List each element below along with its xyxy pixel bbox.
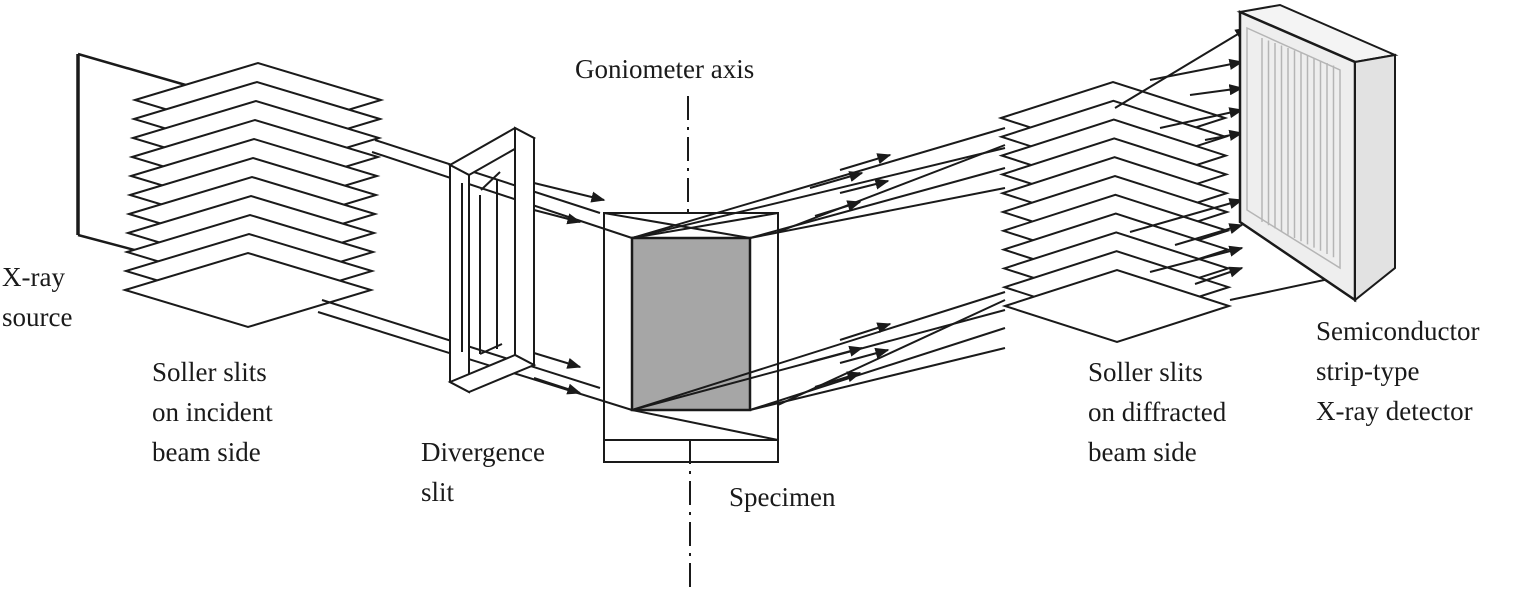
soller-incident-label-line-2: on incident — [152, 397, 273, 427]
soller-incident-label-line-1: Soller slits — [152, 357, 267, 387]
divergence-slit-label-line-2: slit — [421, 477, 455, 507]
xray-source-label-line-2: source — [2, 302, 73, 332]
soller-slits-incident — [121, 61, 385, 329]
xray-source-label-line-1: X-ray — [2, 262, 65, 292]
detector-label-line-2: strip-type — [1316, 356, 1420, 386]
divergence-slit-label-line-1: Divergence — [421, 437, 545, 467]
slit-plate — [121, 251, 375, 329]
xray-source-label: X-ray source — [2, 257, 72, 337]
soller-diffracted-label-line-2: on diffracted — [1088, 397, 1227, 427]
specimen-label: Specimen — [729, 482, 836, 512]
detector-label: Semiconductor strip-type X-ray detector — [1316, 311, 1479, 431]
goniometer-axis-line — [687, 96, 691, 592]
incident-beam-arrows — [533, 182, 606, 395]
divergence-slit — [447, 126, 537, 394]
detector-beam-lines — [1114, 27, 1396, 301]
soller-diffracted-label-line-3: beam side — [1088, 437, 1197, 467]
detector-label-line-1: Semiconductor — [1316, 316, 1480, 346]
soller-incident-label-line-3: beam side — [152, 437, 261, 467]
slit-plate — [1001, 268, 1233, 344]
specimen — [630, 236, 752, 412]
specimen-holder — [603, 212, 779, 463]
detector-strips — [1261, 38, 1335, 258]
divergence-slit-label: Divergence slit — [421, 432, 545, 512]
soller-slits-diffracted — [997, 80, 1233, 344]
goniometer-axis-label: Goniometer axis — [575, 54, 755, 84]
detector-label-line-3: X-ray detector — [1316, 396, 1473, 426]
soller-diffracted-label-line-1: Soller slits — [1088, 357, 1203, 387]
soller-incident-label: Soller slits on incident beam side — [152, 352, 273, 472]
semiconductor-detector — [1236, 3, 1399, 303]
soller-diffracted-label: Soller slits on diffracted beam side — [1088, 352, 1226, 472]
diffracted-beam-arrows — [809, 153, 892, 388]
